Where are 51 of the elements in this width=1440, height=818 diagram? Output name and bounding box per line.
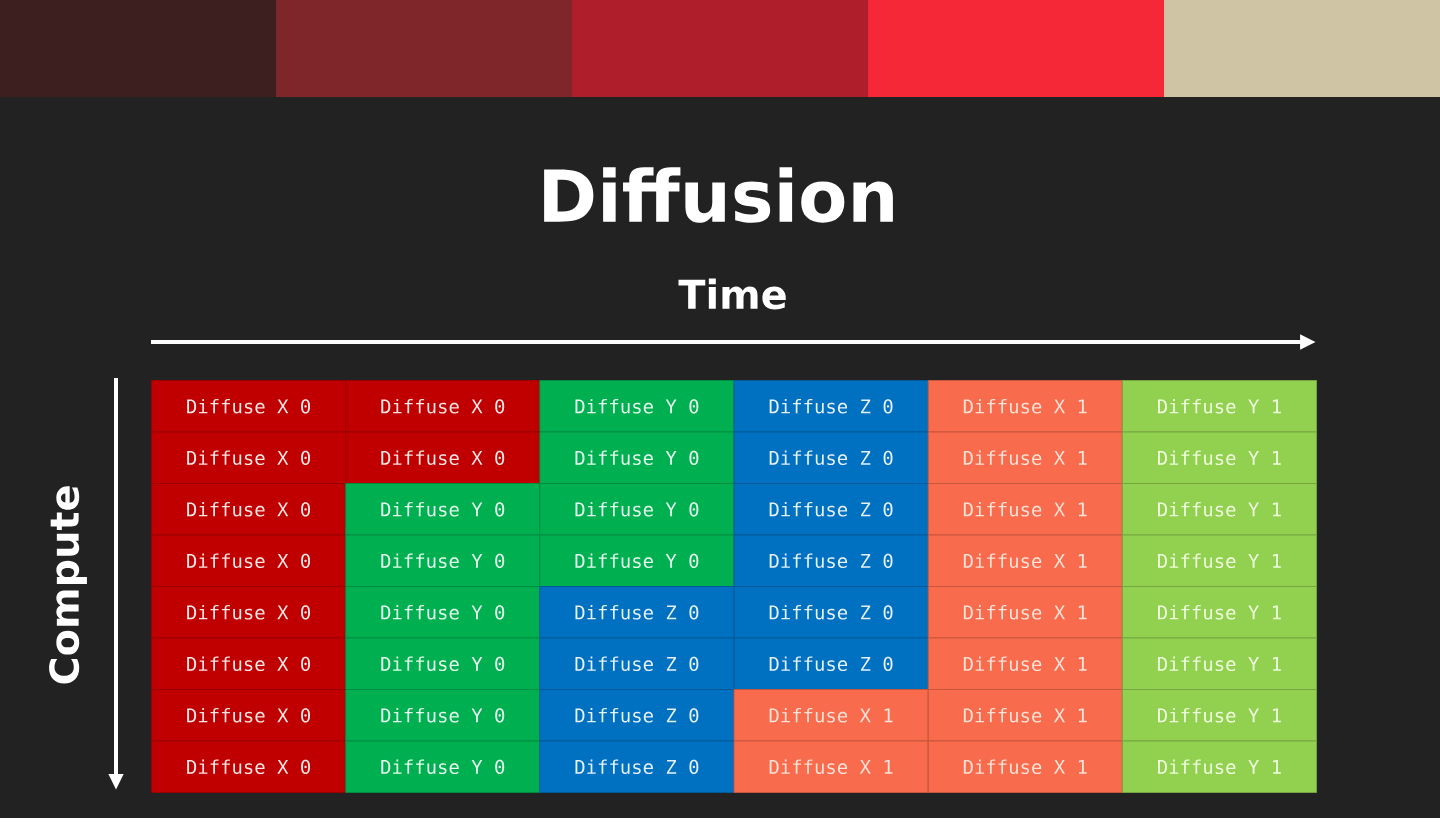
grid-cell: Diffuse Y 0 bbox=[345, 534, 541, 587]
grid-cell: Diffuse Z 0 bbox=[733, 534, 929, 587]
grid-cell: Diffuse Y 0 bbox=[539, 483, 735, 536]
grid-cell: Diffuse X 1 bbox=[927, 380, 1123, 433]
grid-cell: Diffuse Y 0 bbox=[345, 637, 541, 690]
grid-cell: Diffuse Y 0 bbox=[539, 534, 735, 587]
axis-label: Time bbox=[678, 278, 786, 310]
grid-cell: Diffuse Y 0 bbox=[345, 740, 541, 793]
title: Diffusion bbox=[544, 167, 893, 223]
grid-cell: Diffuse Y 0 bbox=[345, 586, 541, 639]
grid-cell: Diffuse Z 0 bbox=[539, 586, 735, 639]
grid-cell: Diffuse Y 1 bbox=[1121, 740, 1317, 793]
grid-cell: Diffuse Y 0 bbox=[539, 431, 735, 484]
grid-cell: Diffuse Y 1 bbox=[1121, 431, 1317, 484]
grid-cell: Diffuse X 0 bbox=[151, 637, 347, 690]
grid-cell: Diffuse X 0 bbox=[151, 534, 347, 587]
grid-cell: Diffuse X 1 bbox=[927, 586, 1123, 639]
grid-cell: Diffuse Y 1 bbox=[1121, 689, 1317, 742]
grid-cell: Diffuse Y 0 bbox=[539, 380, 735, 433]
grid-cell: Diffuse Z 0 bbox=[733, 380, 929, 433]
grid-cell: Diffuse Y 0 bbox=[345, 483, 541, 536]
grid-cell: Diffuse Y 1 bbox=[1121, 637, 1317, 690]
grid-cell: Diffuse X 1 bbox=[733, 689, 929, 742]
grid-cell: Diffuse X 1 bbox=[733, 740, 929, 793]
grid-cell: Diffuse X 1 bbox=[927, 637, 1123, 690]
grid-cell: Diffuse X 1 bbox=[927, 534, 1123, 587]
grid-cell: Diffuse X 0 bbox=[151, 740, 347, 793]
grid-cell: Diffuse Z 0 bbox=[539, 637, 735, 690]
grid-cell: Diffuse X 1 bbox=[927, 740, 1123, 793]
grid-cell: Diffuse Z 0 bbox=[733, 431, 929, 484]
grid-cell: Diffuse X 0 bbox=[151, 380, 347, 433]
grid-cell: Diffuse Z 0 bbox=[733, 637, 929, 690]
grid-cell: Diffuse Z 0 bbox=[539, 740, 735, 793]
grid-cell: Diffuse X 0 bbox=[151, 483, 347, 536]
grid-cell: Diffuse X 1 bbox=[927, 483, 1123, 536]
grid-cell: Diffuse Y 1 bbox=[1121, 534, 1317, 587]
grid-cell: Diffuse X 0 bbox=[345, 380, 541, 433]
axis-label: Compute bbox=[49, 486, 87, 684]
grid-cell: Diffuse Y 1 bbox=[1121, 483, 1317, 536]
grid-cell: Diffuse X 0 bbox=[151, 431, 347, 484]
grid-cell: Diffuse X 1 bbox=[927, 689, 1123, 742]
grid-cell: Diffuse Y 0 bbox=[345, 689, 541, 742]
grid-cell: Diffuse Y 1 bbox=[1121, 380, 1317, 433]
grid-cell: Diffuse X 1 bbox=[927, 431, 1123, 484]
grid-cell: Diffuse X 0 bbox=[151, 586, 347, 639]
grid-cell: Diffuse X 0 bbox=[345, 431, 541, 484]
grid-cell: Diffuse Z 0 bbox=[733, 586, 929, 639]
grid-cell: Diffuse Z 0 bbox=[733, 483, 929, 536]
grid-cell: Diffuse X 0 bbox=[151, 689, 347, 742]
grid-cell: Diffuse Y 1 bbox=[1121, 586, 1317, 639]
grid-cell: Diffuse Z 0 bbox=[539, 689, 735, 742]
